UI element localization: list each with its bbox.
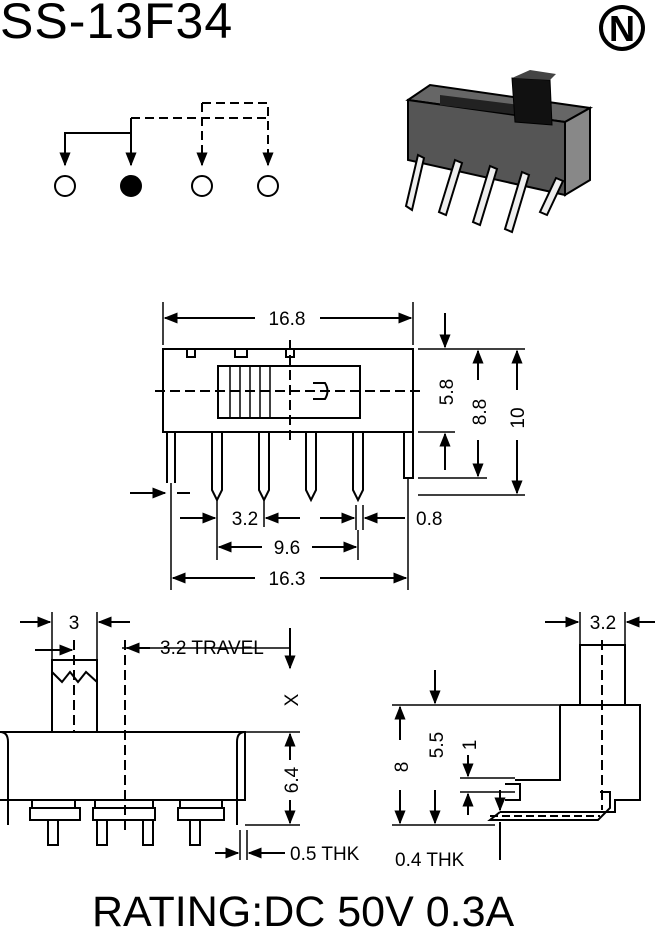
dim-thk-front: 0.5 THK	[290, 844, 360, 865]
dim-total-side: 8	[392, 762, 413, 773]
part-number-title: SS-13F34	[0, 0, 234, 49]
dim-travel: 3.2 TRAVEL	[160, 638, 264, 659]
switch-3d-illustration	[404, 70, 594, 234]
terminal-common	[120, 175, 142, 197]
front-view-drawing	[0, 612, 300, 860]
dim-offset-side: 1	[460, 740, 481, 751]
dim-knob-width-side: 3.2	[590, 613, 616, 634]
dim-overall-length: 16.8	[269, 309, 306, 330]
dim-pin-thk: 0.8	[416, 509, 442, 530]
terminal-1	[54, 175, 76, 197]
dim-body-height: 5.8	[437, 379, 458, 405]
side-view-drawing	[392, 612, 655, 860]
manufacturer-logo: N	[599, 5, 645, 51]
top-view-drawing	[130, 302, 525, 590]
terminal-2	[191, 175, 213, 197]
logo-letter: N	[609, 8, 635, 49]
dim-pin-span: 16.3	[269, 569, 306, 590]
dim-thk-side: 0.4 THK	[395, 850, 465, 871]
dim-total-height: 10	[508, 407, 529, 428]
dim-height-side: 5.5	[427, 732, 448, 758]
dim-knob-width: 3	[69, 613, 80, 634]
terminal-3	[257, 175, 279, 197]
dim-body-height-front: 6.4	[282, 766, 303, 793]
dim-pitch: 3.2	[232, 509, 258, 530]
dim-span-3pins: 9.6	[274, 538, 300, 559]
dim-x: X	[282, 693, 303, 706]
circuit-schematic	[54, 102, 279, 197]
dim-pin-height: 8.8	[470, 399, 491, 425]
rating-label: RATING:DC 50V 0.3A	[92, 888, 515, 936]
